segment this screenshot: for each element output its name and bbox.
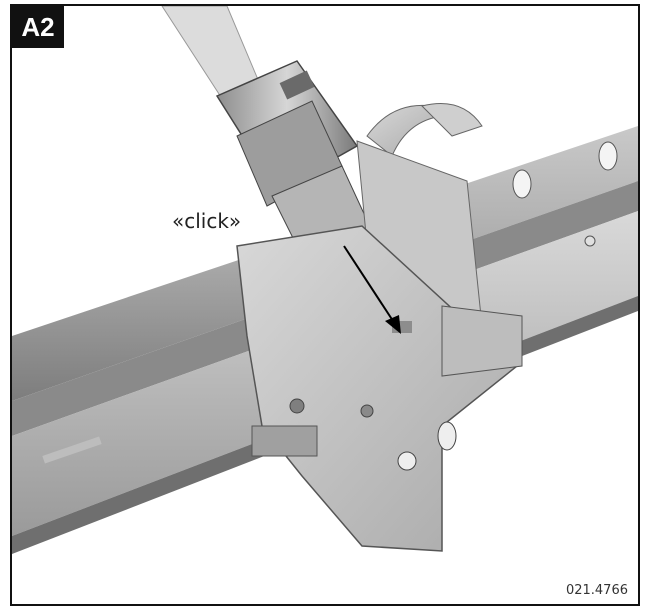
- click-annotation: «click»: [172, 209, 242, 233]
- step-badge: A2: [12, 6, 64, 48]
- insertion-arrow: [343, 245, 401, 334]
- product-photo: [12, 6, 638, 554]
- reference-number: 021.4766: [565, 583, 628, 598]
- mounting-base: [236, 225, 523, 552]
- illustration-frame: A2: [10, 4, 640, 606]
